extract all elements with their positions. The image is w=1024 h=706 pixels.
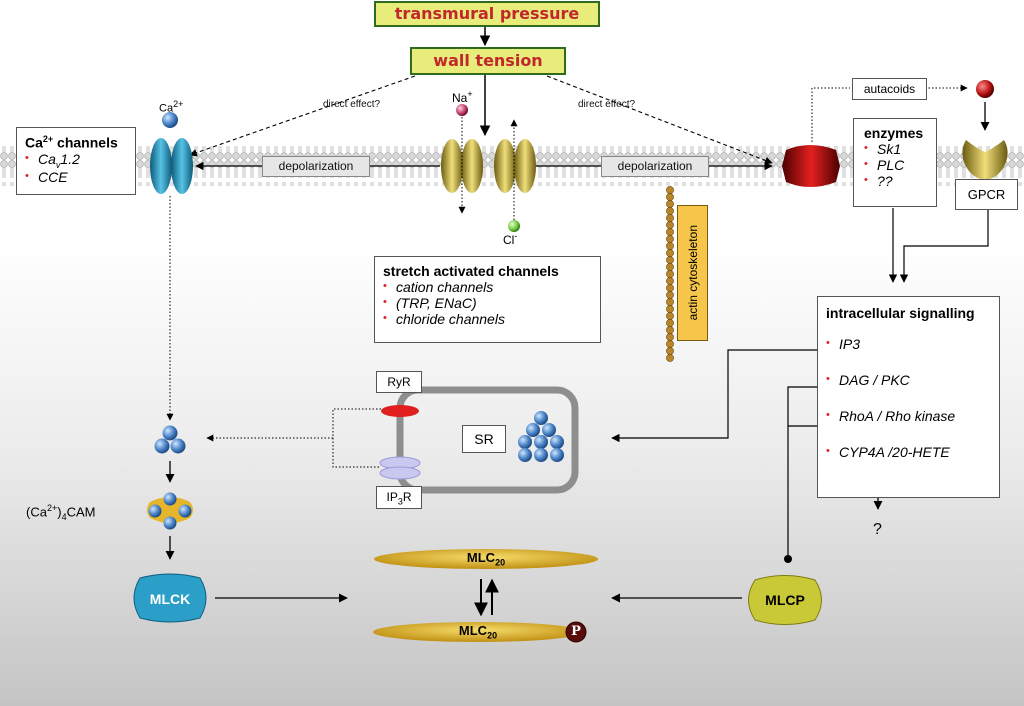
na-ion-label: Na+ xyxy=(452,89,473,105)
mlck-shape xyxy=(133,573,207,623)
cl-ion-icon xyxy=(508,220,520,232)
actin-bead xyxy=(666,291,674,299)
signalling-item: CYP4A /20-HETE xyxy=(826,444,991,460)
mlc-bottom-shape xyxy=(373,622,583,642)
stretch-channel-item: cation channels xyxy=(383,279,592,295)
actin-bead xyxy=(666,263,674,271)
actin-bead xyxy=(666,249,674,257)
ip3r-label: IP3R xyxy=(376,486,422,509)
phosphate-icon xyxy=(565,621,587,643)
actin-bead xyxy=(666,186,674,194)
enzyme-item: ?? xyxy=(864,173,926,189)
autacoid-ligand-icon xyxy=(976,80,994,98)
sr-label: SR xyxy=(462,425,506,453)
ca-channels-title: Ca2+ channels xyxy=(25,134,118,151)
stretch-channel-icon xyxy=(441,139,536,193)
actin-bead xyxy=(666,347,674,355)
autacoids-box: autacoids xyxy=(852,78,927,100)
gpcr-receptor-icon xyxy=(962,140,1008,180)
actin-cytoskeleton-box: actin cytoskeleton xyxy=(677,205,708,341)
depolarization-right-box: depolarization xyxy=(601,156,709,177)
ca-ion-label: Ca2+ xyxy=(159,99,184,115)
actin-bead xyxy=(666,214,674,222)
ca-channels-box: Ca2+ channels Cav1.2 CCE xyxy=(16,127,136,195)
ip3r-channel-icon xyxy=(379,456,421,480)
calmodulin-icon xyxy=(147,492,193,530)
na-ion-icon xyxy=(456,104,468,116)
mlcp-shape xyxy=(748,575,822,625)
mlc-top-shape xyxy=(374,549,598,569)
actin-bead xyxy=(666,333,674,341)
gpcr-box: GPCR xyxy=(955,179,1018,210)
actin-filament-icon xyxy=(666,186,674,362)
actin-bead xyxy=(666,298,674,306)
stretch-channels-title: stretch activated channels xyxy=(383,263,559,279)
actin-bead xyxy=(666,200,674,208)
actin-bead xyxy=(666,305,674,313)
actin-bead xyxy=(666,284,674,292)
depolarization-left-box: depolarization xyxy=(262,156,370,177)
actin-bead xyxy=(666,228,674,236)
actin-bead xyxy=(666,235,674,243)
stretch-channel-item: chloride channels xyxy=(383,311,592,327)
actin-bead xyxy=(666,312,674,320)
actin-bead xyxy=(666,207,674,215)
ryr-label: RyR xyxy=(376,371,422,393)
ca-cluster-icon xyxy=(154,425,186,454)
enzyme-item: Sk1 xyxy=(864,141,926,157)
actin-bead xyxy=(666,193,674,201)
cl-ion-label: Cl- xyxy=(503,231,518,247)
enzymes-title: enzymes xyxy=(864,125,924,141)
signalling-item: RhoA / Rho kinase xyxy=(826,408,991,424)
stretch-channels-box: stretch activated channels cation channe… xyxy=(374,256,601,343)
mlc-bottom-label: MLC20 xyxy=(458,623,498,641)
phosphate-label: P xyxy=(571,624,581,639)
mlc-top-label: MLC20 xyxy=(466,550,506,568)
ca-ion-icon xyxy=(162,112,178,128)
actin-bead xyxy=(666,277,674,285)
ca-channels-item: Cav1.2 xyxy=(25,151,127,170)
intracellular-signalling-box: intracellular signalling IP3 DAG / PKC R… xyxy=(817,296,1000,498)
actin-bead xyxy=(666,354,674,362)
mlcp-label: MLCP xyxy=(765,592,805,608)
mlck-label: MLCK xyxy=(149,591,191,607)
mechanosensor-icon xyxy=(782,145,840,187)
transmural-pressure-box: transmural pressure xyxy=(374,1,600,27)
ca-channels-item: CCE xyxy=(25,169,127,185)
calmodulin-label: (Ca2+)4CAM xyxy=(26,503,96,522)
intracellular-title: intracellular signalling xyxy=(826,305,975,321)
enzymes-box: enzymes Sk1 PLC ?? xyxy=(853,118,937,207)
actin-bead xyxy=(666,340,674,348)
stretch-channel-item: (TRP, ENaC) xyxy=(383,295,592,311)
enzyme-item: PLC xyxy=(864,157,926,173)
signalling-item: IP3 xyxy=(826,336,991,352)
ryr-channel-icon xyxy=(381,405,419,417)
ca-store-icon xyxy=(518,411,564,462)
ca-channel-icon xyxy=(150,138,193,194)
actin-bead xyxy=(666,242,674,250)
wall-tension-box: wall tension xyxy=(410,47,566,75)
actin-bead xyxy=(666,270,674,278)
actin-bead xyxy=(666,256,674,264)
direct-effect-right-label: direct effect? xyxy=(578,99,636,110)
direct-effect-left-label: direct effect? xyxy=(323,99,381,110)
actin-bead xyxy=(666,221,674,229)
actin-bead xyxy=(666,326,674,334)
unknown-target-label: ? xyxy=(873,521,882,538)
signalling-item: DAG / PKC xyxy=(826,372,991,388)
actin-bead xyxy=(666,319,674,327)
